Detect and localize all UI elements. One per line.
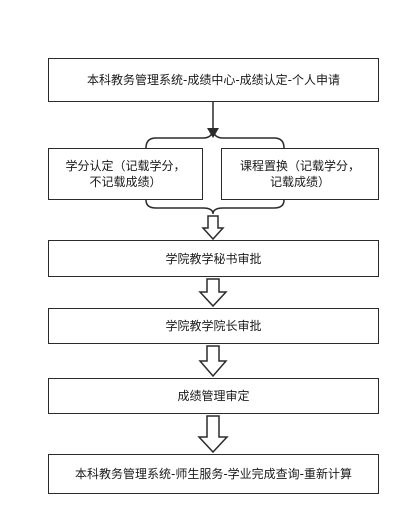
block-arrow-3	[198, 345, 228, 378]
option-course-substitution: 课程置换（记载学分， 记载成绩）	[221, 148, 379, 200]
block-arrow-4	[197, 415, 229, 454]
branch-connector-top	[145, 102, 285, 149]
block-arrow-2	[198, 278, 228, 308]
option-credit-recognition: 学分认定（记载学分， 不记载成绩）	[48, 148, 203, 200]
step-grade-review: 成绩管理审定	[48, 378, 379, 414]
merge-connector-bottom	[145, 199, 285, 215]
step-personal-application: 本科教务管理系统-成绩中心-成绩认定-个人申请	[48, 58, 379, 102]
block-arrow-1	[201, 215, 225, 241]
step-dean-approval: 学院教学院长审批	[48, 308, 379, 344]
step-secretary-approval: 学院教学秘书审批	[48, 240, 379, 277]
arrowhead-into-options	[207, 128, 219, 138]
step-recalculate: 本科教务管理系统-师生服务-学业完成查询-重新计算	[48, 454, 379, 494]
